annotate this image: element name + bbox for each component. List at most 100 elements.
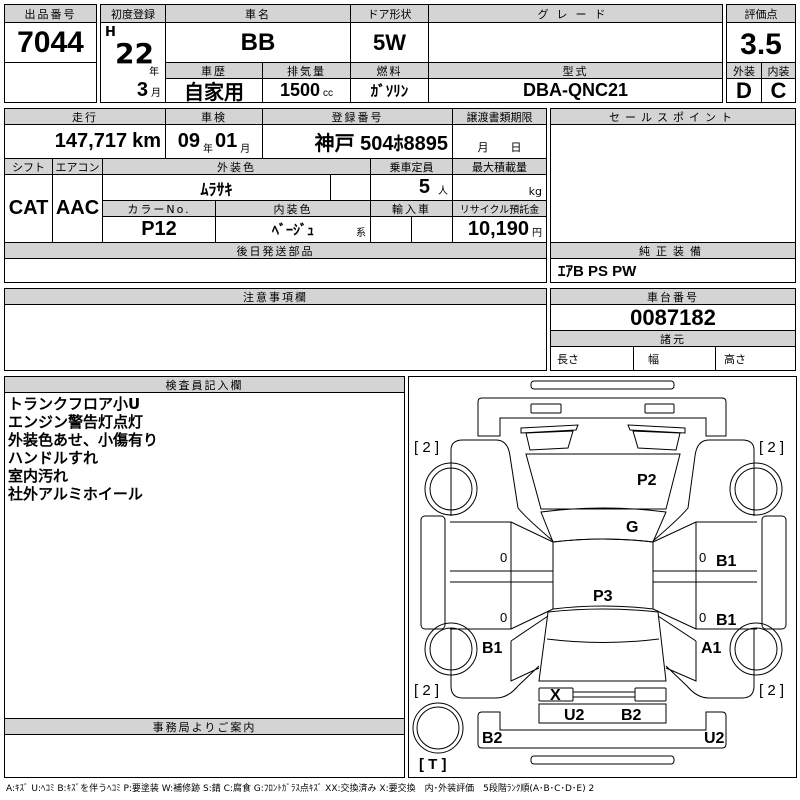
grade-value	[428, 22, 723, 63]
int-grade: C	[761, 78, 796, 103]
grade-label: グレード	[428, 4, 723, 23]
plate-number: 神戸 504ﾎ8895	[262, 124, 453, 159]
chassis-label: 車台番号	[550, 288, 796, 305]
first-reg-label: 初度登録	[100, 4, 166, 23]
yen-unit: 円	[532, 228, 542, 239]
office-box: 事務局よりご案内	[4, 718, 405, 778]
score-value: 3.5	[726, 22, 796, 63]
door-label: ドア形状	[350, 4, 429, 23]
damage-mark: B1	[482, 640, 503, 657]
history-label: 車歴	[165, 62, 263, 79]
ac-value: AAC	[52, 174, 103, 243]
car-outline-icon	[412, 380, 787, 765]
int-color-label: 内装色	[215, 200, 371, 217]
note-line: トランクフロア小U	[8, 395, 141, 413]
reg-year: 22	[115, 37, 154, 70]
inspection-month: 01	[215, 130, 238, 152]
inspection-year: 09	[177, 130, 200, 152]
damage-mark: [ 2 ]	[759, 439, 785, 456]
cc-unit: cc	[323, 88, 334, 99]
ext-grade: D	[726, 78, 762, 103]
plate-label: 登録番号	[262, 108, 453, 125]
ext-grade-label: 外装	[726, 62, 762, 79]
spec-label: 諸元	[550, 330, 796, 347]
mileage-value: 147,717	[54, 130, 128, 152]
color-no-label: カラーNo.	[102, 200, 216, 217]
chassis-box: 車台番号 0087182 諸元 長さ 幅 高さ	[550, 288, 796, 371]
lot-number: 7044	[4, 22, 97, 63]
damage-mark: [ T ]	[419, 756, 447, 773]
era: H	[105, 25, 116, 40]
displacement-label: 排気量	[262, 62, 351, 79]
note-line: 社外アルミホイール	[8, 485, 143, 503]
damage-diagram: [ 2 ] [ 2 ] [ 2 ] [ 2 ] P2 G B1 B1 P3 B1…	[408, 376, 797, 778]
car-name-label: 車名	[165, 4, 351, 23]
equipment-label: 純正装備	[550, 242, 796, 259]
caution-label: 注意事項欄	[4, 288, 547, 305]
width-label: 幅	[633, 346, 716, 371]
first-reg-year-cell: H 22 年	[100, 22, 166, 80]
score-box: 評価点 3.5 外装 内装 D C	[726, 4, 796, 103]
inspection-year-unit: 年	[203, 144, 213, 155]
score-label: 評価点	[726, 4, 796, 23]
model-code: DBA-QNC21	[428, 78, 723, 103]
height-label: 高さ	[715, 346, 796, 371]
reg-month: 3	[136, 79, 148, 101]
chassis-number: 0087182	[550, 304, 796, 331]
model-label: 型式	[428, 62, 723, 79]
lot-label: 出品番号	[4, 4, 97, 23]
sales-point-label: セールスポイント	[550, 108, 796, 125]
damage-mark: B2	[621, 707, 642, 724]
inspector-box: 検査員記入欄	[4, 376, 405, 719]
transfer-month: 月	[477, 141, 489, 154]
note-line: 室内汚れ	[8, 467, 69, 485]
inspector-label: 検査員記入欄	[4, 376, 405, 393]
lot-box: 出品番号 7044	[4, 4, 97, 103]
year-unit: 年	[149, 67, 159, 78]
damage-mark: 0	[500, 610, 508, 625]
import-label: 輸入車	[370, 200, 453, 217]
damage-mark: G	[626, 519, 639, 536]
note-line: 外装色あせ、小傷有り	[8, 431, 159, 449]
displacement-value: 1500	[279, 80, 321, 100]
transfer-cell: 月日	[452, 124, 547, 159]
shift-value: CAT	[4, 174, 53, 243]
equipment-value: ｴｱB PS PW	[558, 263, 637, 280]
month-unit: 月	[151, 88, 161, 99]
damage-mark: [ 2 ]	[414, 682, 440, 699]
damage-mark: A1	[701, 640, 722, 657]
int-color-suffix: 系	[356, 228, 366, 239]
car-name: BB	[165, 22, 351, 63]
int-color-value: ﾍﾞｰｼﾞｭ	[272, 221, 314, 238]
import-cell-2	[411, 216, 453, 243]
shift-label: シフト	[4, 158, 53, 175]
damage-mark: B2	[482, 730, 503, 747]
inspection-label: 車検	[165, 108, 263, 125]
ac-label: エアコン	[52, 158, 103, 175]
legend-text: A:ｷｽﾞ U:ﾍｺﾐ B:ｷｽﾞを伴うﾍｺﾐ P:要塗装 W:補修跡 S:錆 …	[6, 784, 595, 794]
fuel-label: 燃料	[350, 62, 429, 79]
damage-mark: B1	[716, 553, 737, 570]
color-no-value: P12	[102, 216, 216, 243]
max-load-label: 最大積載量	[452, 158, 547, 175]
mileage-label: 走行	[4, 108, 166, 125]
km-unit: km	[132, 130, 161, 152]
transfer-label: 譲渡書類期限	[452, 108, 547, 125]
later-parts-label: 後日発送部品	[4, 242, 547, 259]
damage-mark: 0	[699, 610, 707, 625]
damage-mark: P3	[593, 588, 613, 605]
damage-mark: [ 2 ]	[414, 439, 440, 456]
history-value: 自家用	[165, 78, 263, 103]
capacity-label: 乗車定員	[370, 158, 453, 175]
ext-color-extra	[330, 174, 371, 201]
office-label: 事務局よりご案内	[4, 718, 405, 735]
length-label: 長さ	[550, 346, 634, 371]
import-cell-1	[370, 216, 412, 243]
fuel-value: ｶﾞｿﾘﾝ	[350, 78, 429, 103]
capacity-value: 5	[418, 176, 430, 198]
recycle-label: リサイクル預託金	[452, 200, 547, 217]
inspection-month-unit: 月	[240, 144, 251, 155]
